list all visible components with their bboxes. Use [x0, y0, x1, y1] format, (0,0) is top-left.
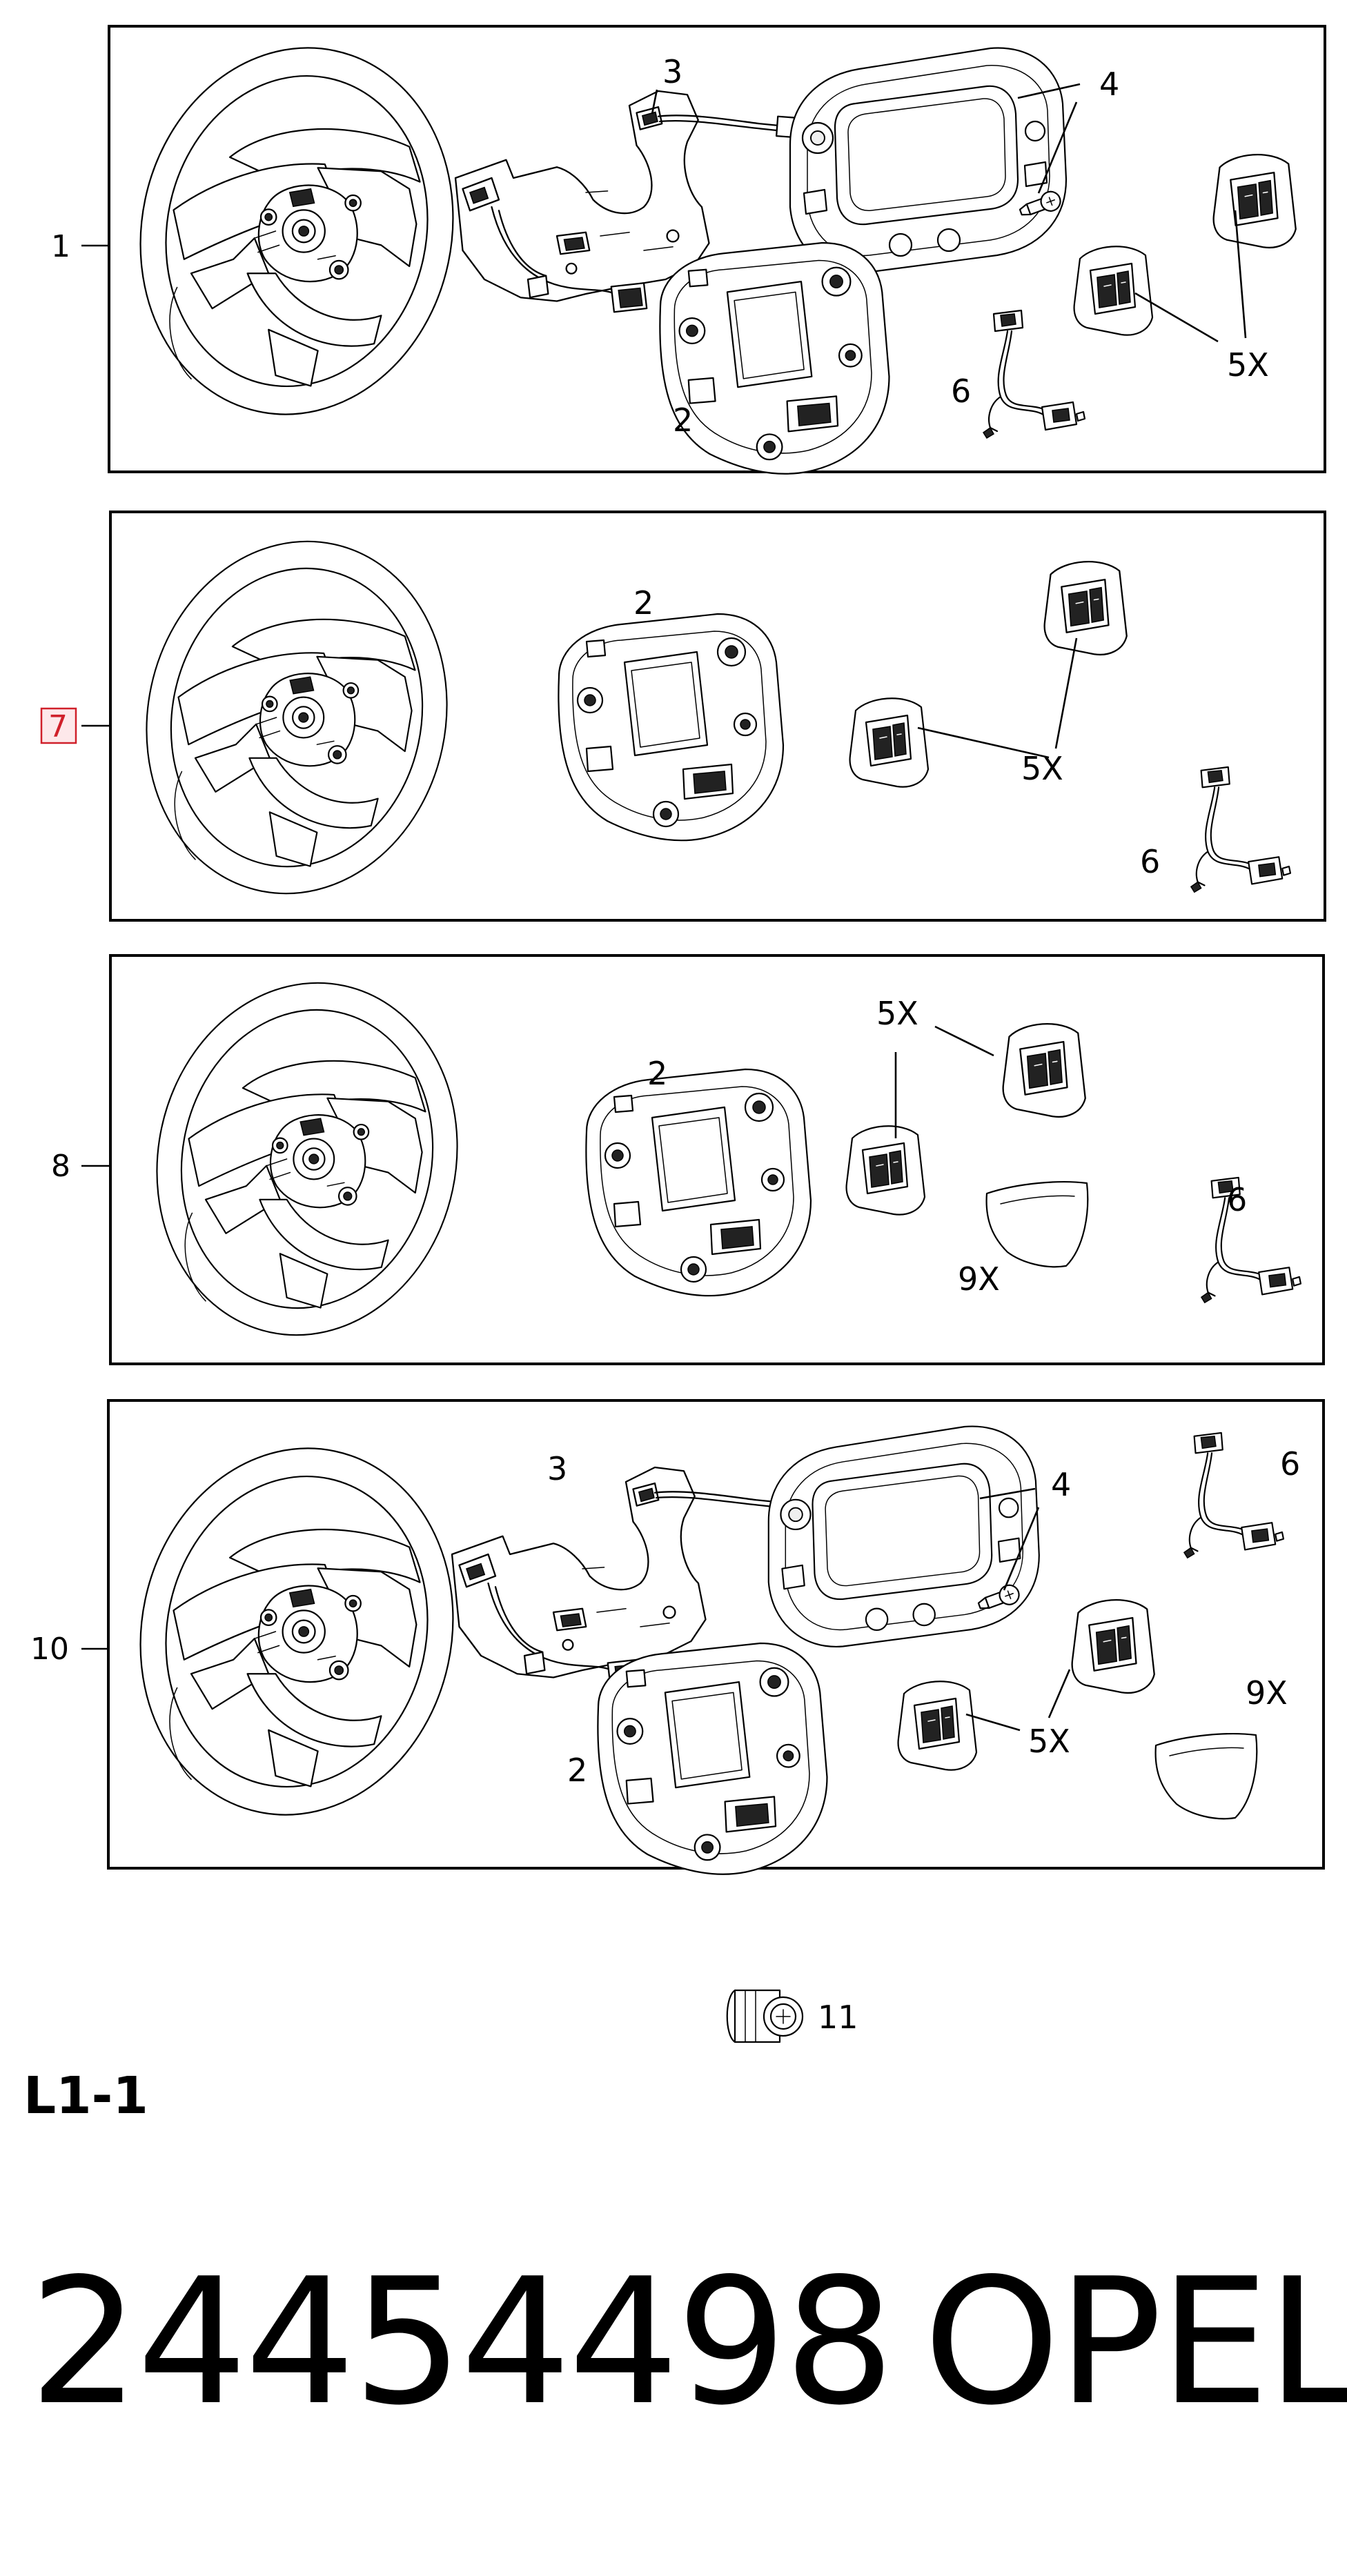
callout-5x: 5X [1021, 750, 1063, 787]
leader-3 [651, 89, 658, 115]
mounting-bracket [558, 613, 785, 842]
leader-4b [1003, 1507, 1040, 1591]
steering-wheel [106, 17, 488, 445]
mounting-bracket [659, 241, 890, 475]
wiring-harness [1200, 1176, 1302, 1304]
bolt-part [726, 1989, 804, 2043]
section-code: L1-1 [23, 2066, 148, 2126]
switch-module-right [1043, 560, 1128, 656]
leader-5x-a [965, 1713, 1021, 1732]
leader-4b [1037, 101, 1078, 194]
callout-2: 2 [633, 584, 653, 622]
row-label-highlight [40, 707, 77, 744]
callout-2: 2 [673, 402, 693, 439]
cover-trim [985, 1181, 1089, 1268]
callout-11: 11 [818, 1999, 858, 2036]
row-label: 8 [51, 1149, 70, 1184]
wiring-harness [1183, 1431, 1285, 1559]
loose-part: 11 [726, 1989, 858, 2043]
callout-5x: 5X [1028, 1723, 1070, 1760]
mounting-bracket [597, 1642, 828, 1875]
leader-5x-b [1048, 1669, 1071, 1718]
panel-8: 8 5X 2 6 9X [51, 953, 1325, 1365]
callout-6: 6 [1140, 843, 1160, 880]
cover-trim [1154, 1733, 1258, 1820]
callout-6: 6 [1280, 1445, 1300, 1483]
switch-module-left [845, 1125, 926, 1216]
leader-5x-a [917, 726, 1050, 759]
callout-5x: 5X [876, 995, 918, 1032]
wiring-harness [1190, 766, 1292, 893]
leader-4a [979, 1487, 1036, 1500]
callout-6: 6 [951, 373, 971, 410]
panel-1: 1 3 4 2 6 5X [51, 17, 1326, 475]
callout-2: 2 [567, 1752, 587, 1789]
panel-7: 7 2 5X 6 [40, 511, 1326, 923]
trim-bezel [789, 47, 1068, 274]
trim-bezel [767, 1425, 1040, 1647]
row-label: 7 [48, 709, 68, 744]
callout-3: 3 [547, 1450, 567, 1487]
switch-module-left [897, 1681, 978, 1771]
leader-5x-a [934, 1025, 994, 1057]
mounting-bracket [585, 1068, 812, 1297]
switch-module-left [1073, 246, 1154, 336]
callout-4: 4 [1051, 1466, 1071, 1503]
steering-wheel [124, 953, 491, 1365]
steering-wheel [113, 512, 480, 923]
panel-frame [109, 954, 1325, 1365]
switch-module-right [1212, 153, 1297, 249]
row-label: 1 [51, 229, 70, 264]
leader-5x-a [1134, 292, 1219, 343]
callout-3: 3 [662, 53, 682, 90]
panel-frame [109, 511, 1326, 922]
callout-2: 2 [647, 1055, 667, 1092]
steering-wheel [106, 1418, 488, 1845]
leader-5x-b [1234, 210, 1247, 339]
brand-name: OPEL [923, 2241, 1347, 2444]
callout-4: 4 [1099, 66, 1119, 103]
callout-9x: 9X [958, 1260, 1000, 1298]
panel-10: 10 3 4 6 9X 5X 2 [30, 1399, 1325, 1875]
callout-6: 6 [1227, 1181, 1247, 1218]
part-number: 24454498 [29, 2241, 895, 2444]
callout-5x: 5X [1227, 346, 1269, 384]
leader-4a [1017, 83, 1081, 99]
row-label: 10 [30, 1632, 69, 1667]
callout-9x: 9X [1246, 1674, 1288, 1712]
switch-module-right [1002, 1022, 1086, 1118]
panel-frame [108, 25, 1326, 473]
wiring-harness [982, 309, 1086, 439]
leader-5x-b [1054, 637, 1078, 749]
switch-module-right [1071, 1598, 1155, 1694]
switch-module-left [849, 697, 930, 788]
